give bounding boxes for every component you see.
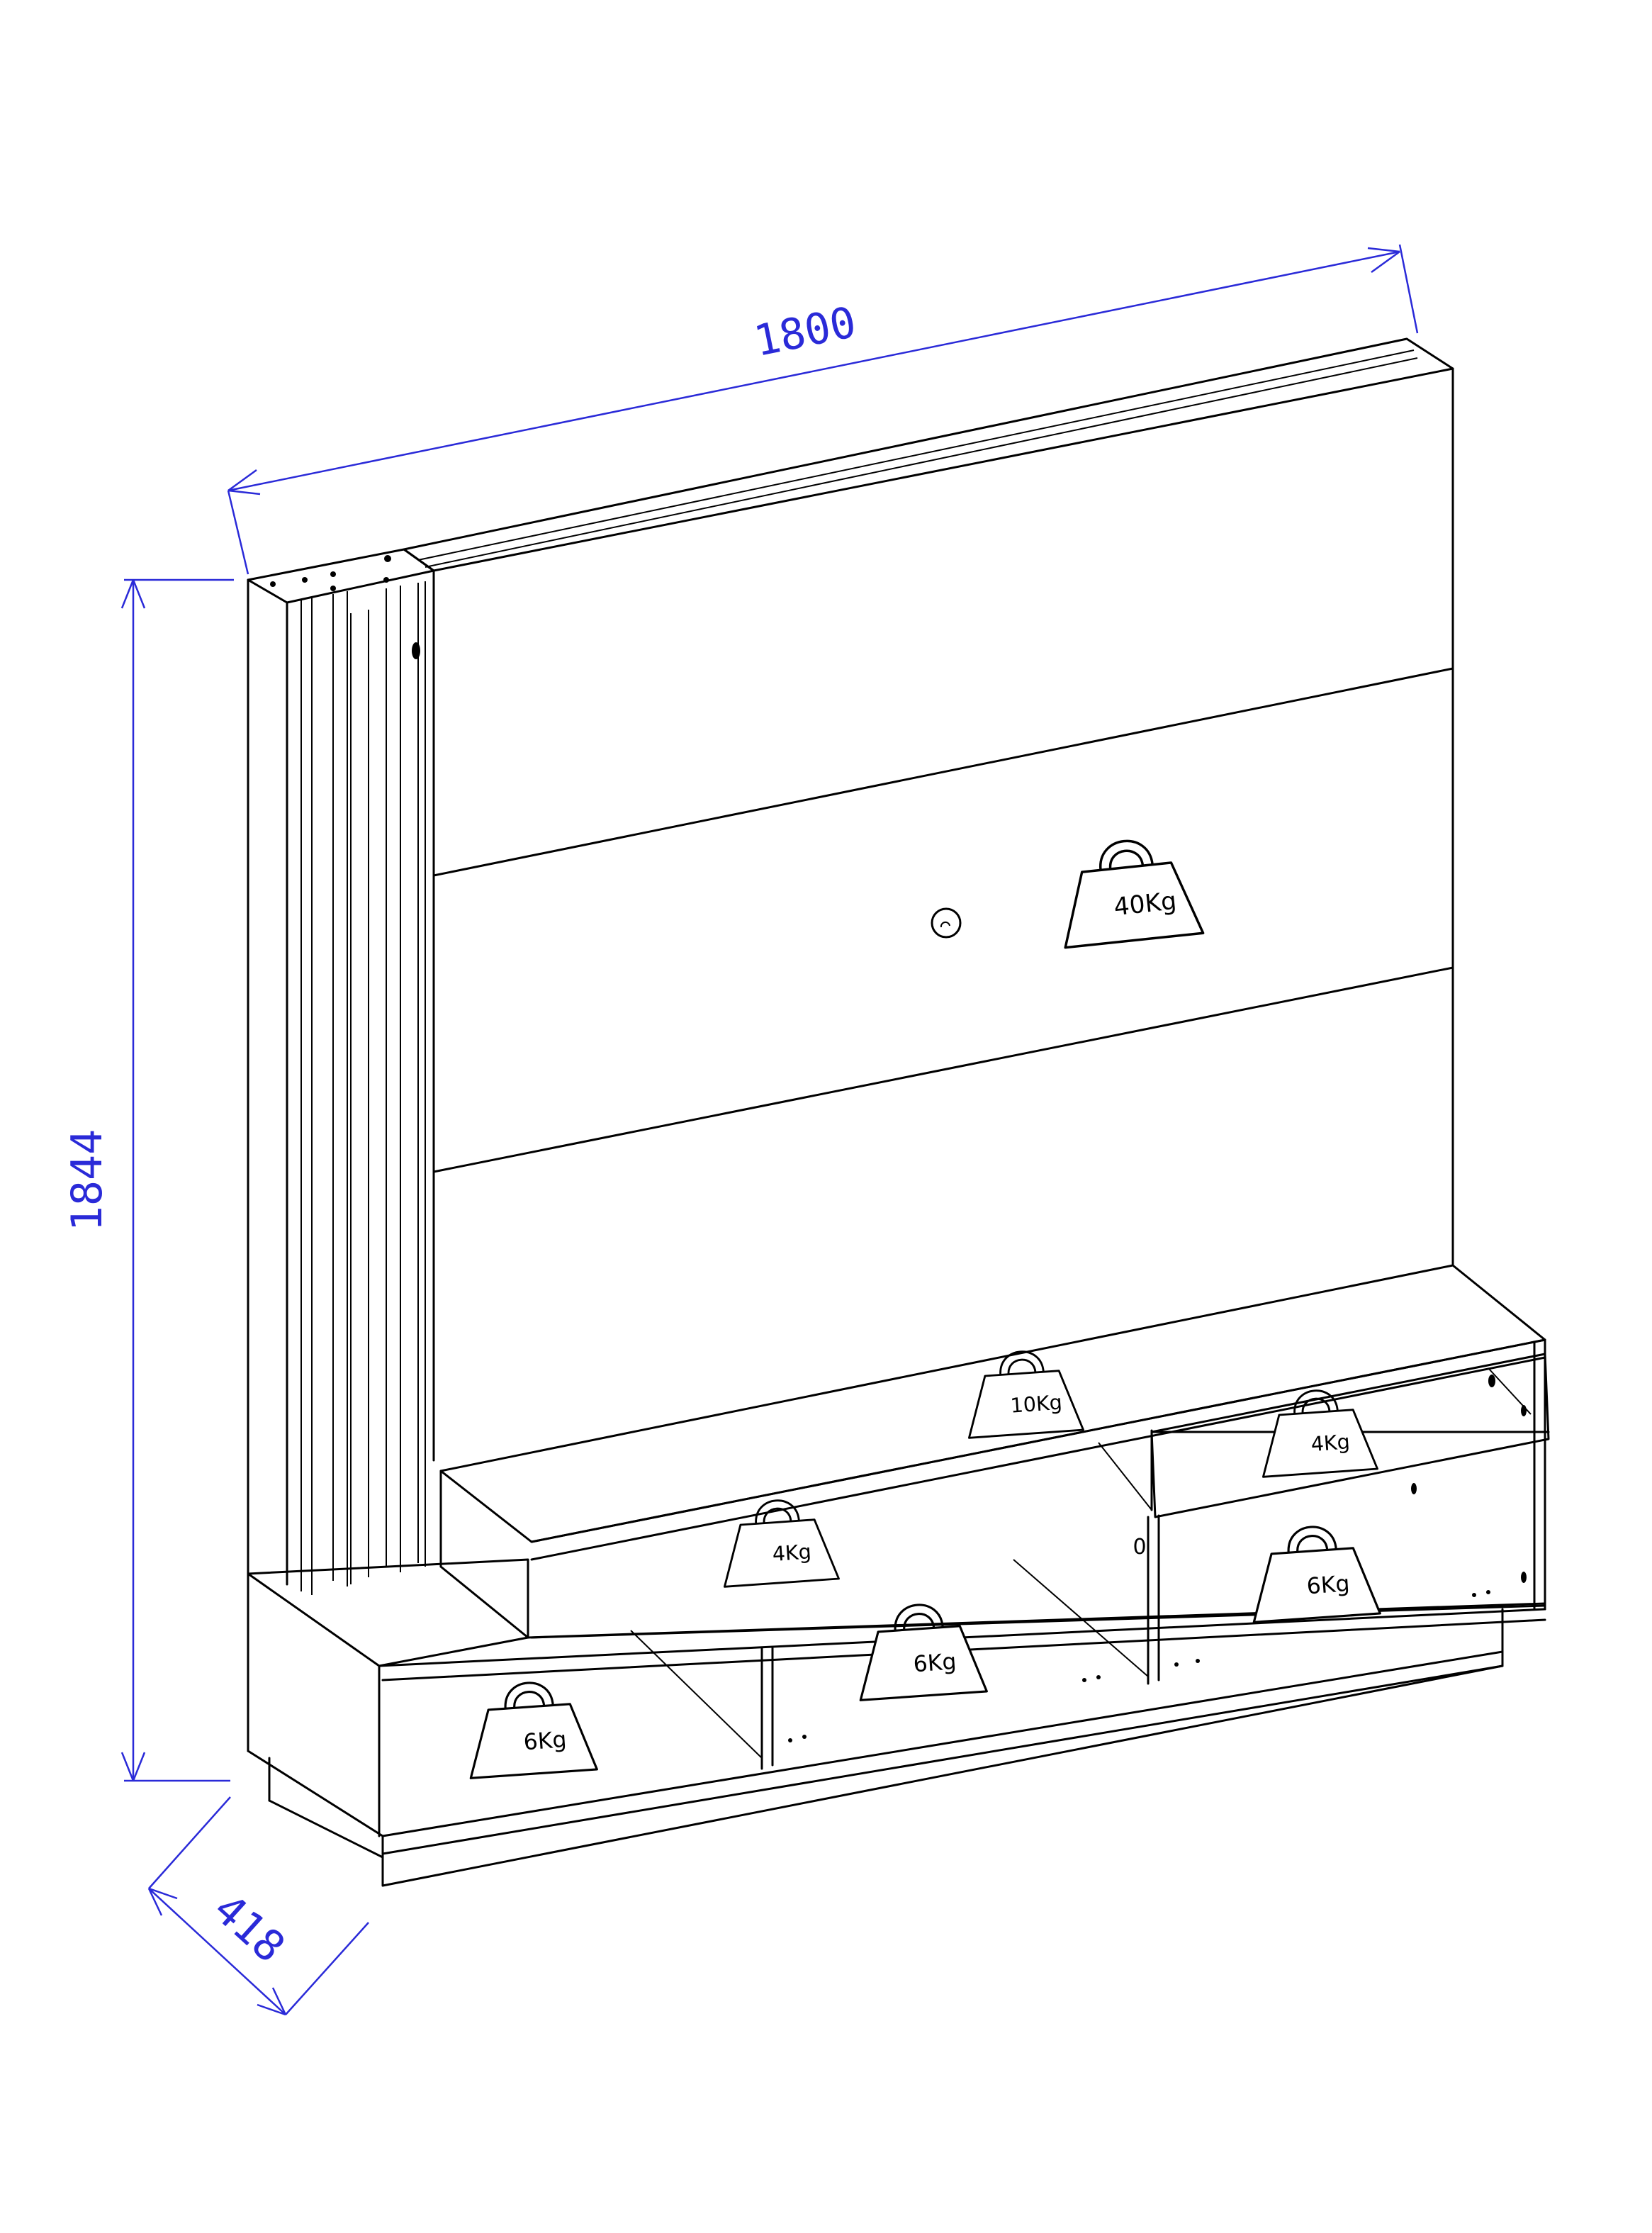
weight-label: 4Kg [772,1540,812,1566]
weight-label: 10Kg [1010,1391,1063,1418]
depth-dimension: 418 [147,1796,369,2016]
height-label: 1844 [62,1129,112,1232]
weight-label: 6Kg [523,1727,568,1755]
weight-icons: 40Kg 10Kg 4Kg 4Kg 6Kg 6Kg 6Kg [469,839,1381,1779]
misc-mark: 0 [1133,1535,1146,1560]
weight-icon: 4Kg [724,1499,840,1588]
depth-label: 418 [204,1884,294,1973]
weight-icon: 10Kg [968,1350,1084,1439]
weight-icon: 40Kg [1064,839,1205,949]
weight-label: 6Kg [1306,1571,1351,1599]
weight-icon: 6Kg [469,1681,598,1779]
weight-icon: 6Kg [1252,1526,1381,1623]
weight-label: 40Kg [1113,887,1178,922]
weight-icon: 4Kg [1262,1389,1378,1478]
height-dimension: 1844 [62,578,234,1782]
left-column [247,548,435,1595]
width-dimension: 1800 [227,244,1419,575]
weight-icon: 6Kg [859,1604,988,1701]
back-panel [403,337,1454,1267]
weight-label: 4Kg [1310,1430,1351,1456]
width-label: 1800 [750,298,860,366]
weight-label: 6Kg [913,1649,957,1677]
